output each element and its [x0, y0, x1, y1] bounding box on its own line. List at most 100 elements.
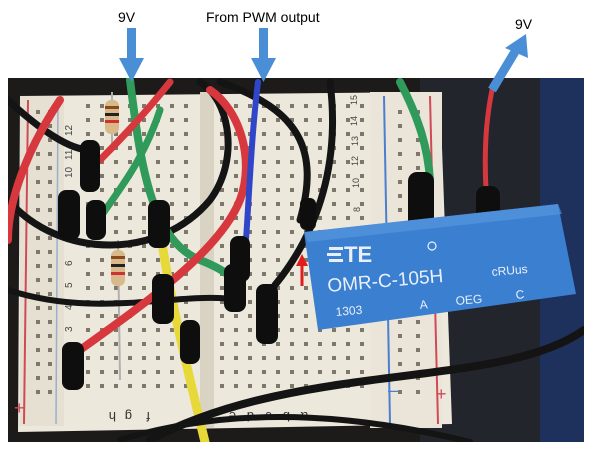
rail-hole [36, 362, 40, 366]
breadboard-hole [360, 132, 364, 136]
rail-hole [48, 278, 52, 282]
row-number: 10 [351, 178, 361, 188]
breadboard-hole [86, 118, 90, 122]
breadboard-hole [156, 132, 160, 136]
breadboard-hole [220, 216, 224, 220]
breadboard-hole [262, 146, 266, 150]
rail-hole [36, 306, 40, 310]
breadboard-hole [234, 216, 238, 220]
breadboard-hole [262, 356, 266, 360]
breadboard-hole [290, 286, 294, 290]
breadboard-hole [234, 104, 238, 108]
rail-hole [416, 138, 420, 142]
breadboard-hole [276, 160, 280, 164]
breadboard-hole [220, 244, 224, 248]
rail-hole [416, 390, 420, 394]
breadboard-hole [142, 384, 146, 388]
breadboard-hole [128, 342, 132, 346]
breadboard-hole [128, 132, 132, 136]
breadboard-hole [86, 132, 90, 136]
breadboard-hole [220, 146, 224, 150]
breadboard-hole [318, 370, 322, 374]
rail-hole [416, 348, 420, 352]
breadboard-hole [304, 370, 308, 374]
rail-hole [48, 390, 52, 394]
breadboard-hole [332, 216, 336, 220]
breadboard-hole [100, 356, 104, 360]
rail-hole [398, 348, 402, 352]
row-number: 4 [64, 304, 75, 310]
breadboard-hole [304, 272, 308, 276]
breadboard-hole [142, 244, 146, 248]
breadboard-hole [100, 370, 104, 374]
breadboard-hole [346, 118, 350, 122]
row-number: 11 [64, 149, 75, 160]
breadboard-hole [220, 132, 224, 136]
breadboard-hole [332, 188, 336, 192]
breadboard-hole [290, 342, 294, 346]
rail-hole [398, 124, 402, 128]
breadboard-hole [276, 132, 280, 136]
rail-hole [48, 124, 52, 128]
rail-hole [48, 166, 52, 170]
breadboard-hole [332, 328, 336, 332]
breadboard-hole [100, 174, 104, 178]
breadboard-hole [142, 188, 146, 192]
breadboard-hole [304, 118, 308, 122]
breadboard-hole [290, 370, 294, 374]
breadboard-hole [234, 174, 238, 178]
breadboard-hole [332, 202, 336, 206]
breadboard-hole [86, 104, 90, 108]
breadboard-hole [100, 272, 104, 276]
breadboard-hole [276, 370, 280, 374]
breadboard-hole [304, 314, 308, 318]
breadboard-hole [142, 118, 146, 122]
breadboard-hole [114, 160, 118, 164]
breadboard-hole [86, 328, 90, 332]
breadboard-hole [262, 216, 266, 220]
arrow-pwm [251, 28, 276, 82]
breadboard-hole [100, 384, 104, 388]
breadboard-hole [290, 356, 294, 360]
breadboard-hole [220, 258, 224, 262]
breadboard-hole [114, 286, 118, 290]
rail-hole [36, 208, 40, 212]
rail-hole [398, 194, 402, 198]
breadboard-hole [262, 174, 266, 178]
breadboard-hole [262, 370, 266, 374]
breadboard-hole [304, 258, 308, 262]
breadboard-hole [318, 328, 322, 332]
breadboard-hole [114, 174, 118, 178]
breadboard-hole [170, 202, 174, 206]
breadboard-hole [290, 244, 294, 248]
breadboard-hole [142, 286, 146, 290]
resistor [111, 239, 125, 381]
breadboard-hole [332, 370, 336, 374]
rail-hole [36, 334, 40, 338]
rail-hole [48, 348, 52, 352]
breadboard-hole [234, 188, 238, 192]
breadboard-hole [290, 300, 294, 304]
breadboard-hole [332, 160, 336, 164]
te-logo: TE [327, 242, 372, 267]
breadboard-hole [184, 174, 188, 178]
rail-hole [48, 250, 52, 254]
breadboard-hole [262, 244, 266, 248]
breadboard-hole [184, 286, 188, 290]
breadboard-hole [156, 342, 160, 346]
rail-hole [36, 348, 40, 352]
breadboard-hole [86, 272, 90, 276]
breadboard-hole [220, 202, 224, 206]
breadboard-hole [170, 216, 174, 220]
rail-hole [48, 264, 52, 268]
breadboard-hole [142, 202, 146, 206]
breadboard-hole [220, 328, 224, 332]
breadboard-hole [346, 216, 350, 220]
breadboard-hole [128, 272, 132, 276]
breadboard-hole [220, 384, 224, 388]
relay: TE OMR-C-105H cRUus 1303 A OEG C [304, 204, 576, 330]
breadboard-hole [332, 174, 336, 178]
relay-code-oeg: OEG [455, 292, 483, 308]
breadboard-hole [234, 132, 238, 136]
